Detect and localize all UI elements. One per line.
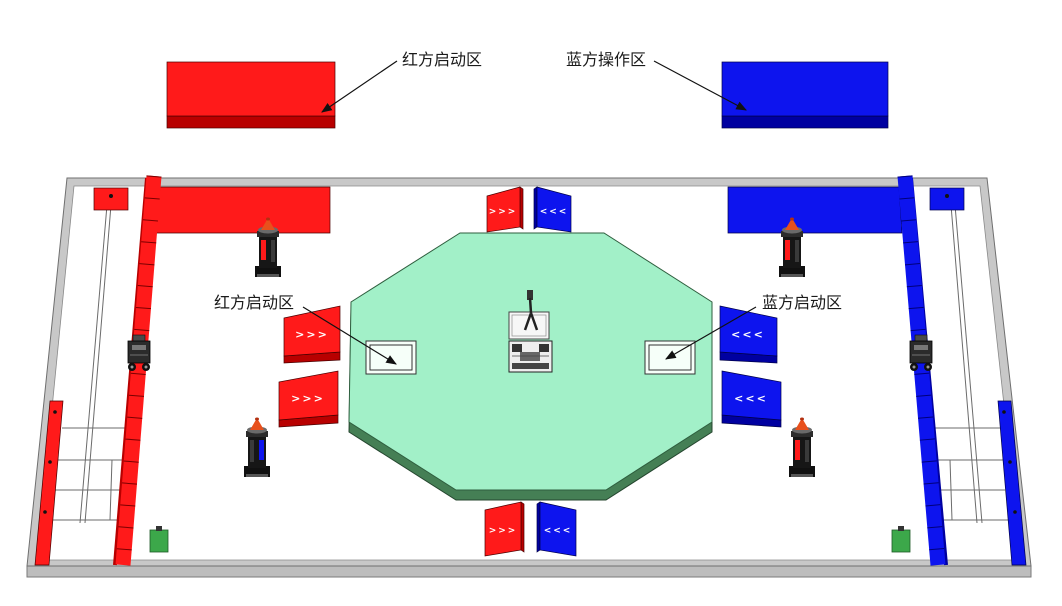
ramp-red-left-upper: >>> <box>283 305 341 364</box>
label-top-blue-operate: 蓝方操作区 <box>566 50 646 69</box>
red-home-area <box>155 186 331 234</box>
red-start-zone <box>365 340 417 375</box>
center-robot <box>508 290 553 373</box>
red-start-block <box>166 61 336 129</box>
ramp-arrow-marks: >>> <box>291 392 325 405</box>
ramp-arrow-marks: <<< <box>734 392 768 405</box>
ramp-arrow-marks: >>> <box>295 328 329 341</box>
annotation-top-red-start: 红方启动区 <box>321 50 482 113</box>
ramp-arrow-marks: >>> <box>489 207 518 217</box>
green-marker-right <box>891 526 911 553</box>
blue-operate-block <box>721 61 889 129</box>
blue-wall <box>897 175 948 566</box>
annotation-center-red-start: 红方启动区 <box>214 293 397 365</box>
red-edge-strip <box>34 400 64 566</box>
annotation-arrow <box>665 306 757 360</box>
ramp-arrow-marks: >>> <box>489 526 518 536</box>
annotation-arrow <box>302 306 397 365</box>
ramp-red-left-lower: >>> <box>278 370 339 428</box>
annotation-arrow <box>321 60 398 113</box>
ramp-red-bottom: >>> <box>484 501 525 557</box>
red-wall <box>113 175 162 566</box>
annotation-center-blue-start: 蓝方启动区 <box>665 293 842 360</box>
ramp-arrow-marks: <<< <box>540 207 569 217</box>
label-top-red-start: 红方启动区 <box>402 50 482 69</box>
blue-home-area <box>727 186 903 234</box>
ramp-blue-right-upper: <<< <box>719 305 778 364</box>
ramp-arrow-marks: <<< <box>544 526 573 536</box>
blue-corner-marker <box>929 187 965 211</box>
annotation-arrow <box>653 60 747 111</box>
right-rail-grid <box>934 204 1008 524</box>
blue-edge-strip <box>997 400 1027 566</box>
red-corner-marker <box>93 187 129 211</box>
label-center-blue-start: 蓝方启动区 <box>762 293 842 312</box>
ramp-arrow-marks: <<< <box>731 328 765 341</box>
label-center-red-start: 红方启动区 <box>214 293 294 312</box>
ramp-blue-top: <<< <box>533 186 572 233</box>
ramp-blue-right-lower: <<< <box>721 370 782 428</box>
ramp-blue-bottom: <<< <box>536 501 577 557</box>
green-marker-left <box>149 526 169 553</box>
left-rail-grid <box>52 204 125 524</box>
ramp-red-top: >>> <box>486 186 524 233</box>
annotation-top-blue-operate: 蓝方操作区 <box>566 50 747 111</box>
